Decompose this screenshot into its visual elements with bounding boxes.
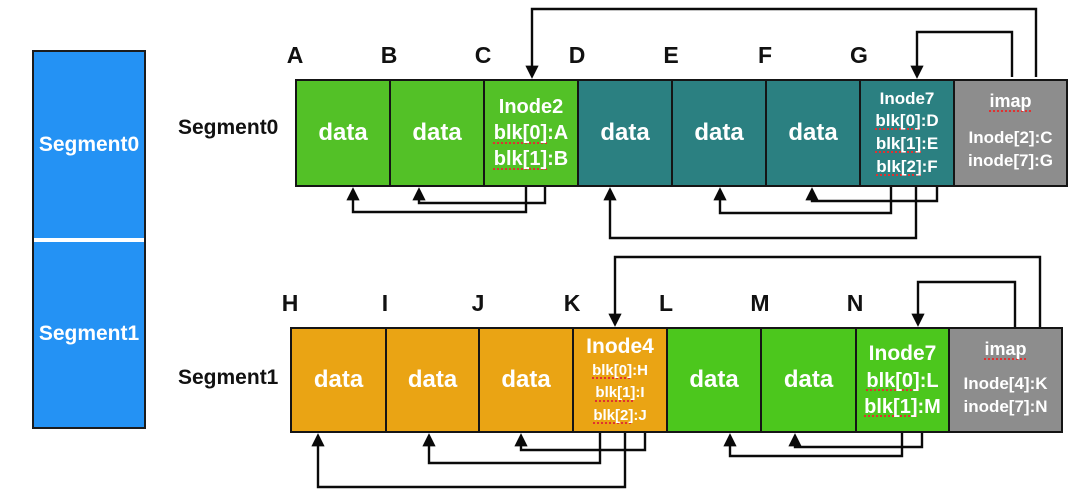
block-E-data: data (671, 79, 767, 187)
arrow-imap1-to-inode7b (911, 280, 1017, 327)
arrow-imap0-to-inode2 (525, 7, 1038, 79)
block-I-label: data (407, 366, 458, 394)
inode2-line-1: blk[1]:B (493, 148, 569, 170)
block-F-label: data (788, 119, 838, 147)
arrow-inode7b-to-L (723, 433, 904, 458)
block-M-data: data (760, 327, 857, 433)
imap0-title: imap (989, 91, 1032, 111)
inode7a-line-2: blk[2]:F (876, 156, 938, 176)
imap1-title: imap (984, 339, 1027, 359)
letter-N: N (846, 290, 864, 316)
block-J-label: data (501, 366, 551, 394)
letter-M: M (750, 290, 770, 316)
inode7a-line-1: blk[1]:E (875, 133, 939, 153)
arrow-inode4-to-H (311, 433, 627, 489)
arrow-inode2-to-A (346, 187, 528, 214)
arrow-inode7b-to-M (788, 433, 924, 449)
imap1-entry-1: inode[7]:N (963, 397, 1048, 417)
letter-J: J (471, 290, 485, 316)
arrow-imap0-to-inode7a (910, 30, 1014, 79)
inode4-line-2: blk[2]:J (593, 406, 647, 424)
arrow-inode2-to-B (412, 187, 547, 205)
inode7b-line-0: blk[0]:L (866, 369, 939, 392)
imap0-entry-1: inode[7]:G (968, 151, 1053, 171)
block-I-data: data (385, 327, 480, 433)
inode7b-title: Inode7 (868, 342, 937, 366)
block-H-data: data (290, 327, 387, 433)
arrow-inode7a-to-D (603, 187, 918, 240)
block-imap-segment1: imap Inode[4]:K inode[7]:N (948, 327, 1063, 433)
block-C-inode2: Inode2 blk[0]:A blk[1]:B (483, 79, 579, 187)
segment1-bar-label: Segment1 (38, 322, 140, 346)
inode7a-title: Inode7 (879, 88, 935, 108)
letter-G: G (850, 42, 868, 68)
letter-F: F (757, 42, 773, 68)
row1-label: Segment1 (178, 366, 279, 389)
inode2-title: Inode2 (498, 96, 564, 118)
segment0-bar-label: Segment0 (38, 132, 140, 156)
arrow-inode7a-to-F (805, 187, 939, 203)
block-L-label: data (689, 366, 739, 394)
imap1-entry-0: Inode[4]:K (963, 374, 1048, 394)
inode4-title: Inode4 (586, 334, 654, 358)
block-B-label: data (412, 119, 462, 147)
arrow-inode4-to-I (422, 433, 602, 465)
inode7a-line-0: blk[0]:D (875, 110, 939, 130)
block-M-label: data (783, 366, 834, 394)
segment-bar: Segment0 Segment1 (32, 50, 146, 429)
block-A-data: data (295, 79, 391, 187)
block-K-inode4: Inode4 blk[0]:H blk[1]:I blk[2]:J (572, 327, 668, 433)
letter-C: C (474, 42, 492, 68)
letter-A: A (286, 42, 304, 68)
block-L-data: data (666, 327, 762, 433)
segment-bar-divider (34, 237, 144, 242)
letter-D: D (568, 42, 586, 68)
letter-I: I (381, 290, 389, 316)
letter-E: E (663, 42, 679, 68)
inode4-line-0: blk[0]:H (592, 361, 648, 379)
block-imap-segment0: imap Inode[2]:C inode[7]:G (953, 79, 1068, 187)
block-E-label: data (694, 119, 744, 147)
block-A-label: data (318, 119, 368, 147)
letter-B: B (380, 42, 398, 68)
segment-bar-segment0: Segment0 (34, 52, 144, 238)
block-J-data: data (478, 327, 574, 433)
block-G-inode7: Inode7 blk[0]:D blk[1]:E blk[2]:F (859, 79, 955, 187)
inode4-line-1: blk[1]:I (595, 384, 645, 402)
inode7b-line-1: blk[1]:M (864, 395, 941, 418)
letter-L: L (658, 290, 674, 316)
imap0-entry-0: Inode[2]:C (968, 128, 1053, 148)
segment-bar-segment1: Segment1 (34, 242, 144, 428)
letter-K: K (563, 290, 581, 316)
row0-label: Segment0 (178, 116, 279, 139)
letter-H: H (281, 290, 299, 316)
block-H-label: data (313, 366, 364, 394)
inode2-line-0: blk[0]:A (493, 122, 569, 144)
block-N-inode7: Inode7 blk[0]:L blk[1]:M (855, 327, 950, 433)
block-D-data: data (577, 79, 673, 187)
arrow-inode4-to-J (514, 433, 647, 452)
block-D-label: data (600, 119, 650, 147)
block-F-data: data (765, 79, 861, 187)
arrow-inode7a-to-E (713, 187, 893, 215)
block-B-data: data (389, 79, 485, 187)
